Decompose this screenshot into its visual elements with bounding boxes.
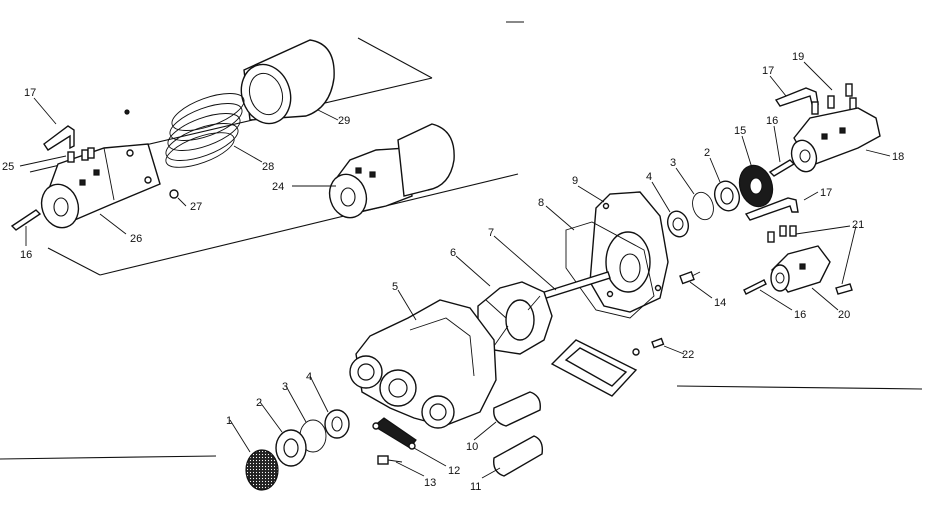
callout-22: 22 — [682, 349, 694, 361]
part-8-gasket — [565, 221, 655, 319]
part-15-lip-seal — [738, 164, 774, 208]
part-19-set-screws — [811, 83, 857, 115]
callout-18: 18 — [892, 151, 904, 163]
part-2-bearing-left — [275, 429, 307, 467]
separator-line-right — [676, 385, 923, 390]
part-27-ball — [169, 189, 179, 199]
part-17-l-key-left — [43, 125, 75, 151]
part-28-spring — [165, 93, 245, 168]
part-22-cover-plate — [550, 337, 665, 397]
part-18-coupler — [790, 107, 881, 173]
part-29-ribbed-cover — [240, 39, 335, 125]
leader-lines — [19, 61, 891, 479]
part-16-pin-left — [10, 209, 42, 231]
callout-29: 29 — [338, 115, 350, 127]
callout-2-left: 2 — [256, 397, 262, 409]
part-24-drive-housing — [328, 123, 455, 219]
callout-9: 9 — [572, 175, 578, 187]
part-11-bushing — [493, 435, 544, 477]
part-13-screw — [377, 455, 403, 465]
callout-26: 26 — [130, 233, 142, 245]
part-9-end-cover — [589, 191, 669, 313]
small-detail-dot — [124, 109, 130, 115]
callout-25: 25 — [2, 161, 14, 173]
callout-15: 15 — [734, 125, 746, 137]
callout-7: 7 — [488, 227, 494, 239]
callout-3-right: 3 — [670, 157, 676, 169]
callout-3-left: 3 — [282, 381, 288, 393]
part-21-set-screws — [767, 225, 853, 295]
part-12-wear-plate — [372, 417, 417, 450]
callout-19: 19 — [792, 51, 804, 63]
part-6-impeller — [477, 281, 553, 355]
part-16-pin-lower-right — [743, 279, 767, 295]
part-1-lip-seal-left — [245, 449, 279, 491]
part-26-coupler-housing — [40, 143, 161, 229]
part-25-set-screws — [67, 147, 95, 163]
part-4-seal-left — [324, 409, 350, 439]
separator-line-left — [0, 455, 217, 460]
callout-20: 20 — [838, 309, 850, 321]
callout-17-upper-right: 17 — [762, 65, 774, 77]
part-2-bearing-right — [713, 180, 741, 212]
callout-16-upper-right: 16 — [766, 115, 778, 127]
callout-28: 28 — [262, 161, 274, 173]
callout-27: 27 — [190, 201, 202, 213]
callout-4-right: 4 — [646, 171, 652, 183]
callout-17-upper-left: 17 — [24, 87, 36, 99]
part-16-pin-upper-right — [768, 159, 796, 177]
callout-11: 11 — [470, 481, 481, 493]
callout-13: 13 — [424, 477, 436, 489]
part-14-bolt — [679, 270, 701, 285]
callout-2-right: 2 — [704, 147, 710, 159]
callout-1: 1 — [226, 415, 232, 427]
part-10-sleeve — [493, 391, 541, 427]
callout-labels: 17 25 16 26 27 24 28 29 19 17 18 15 16 2… — [2, 51, 904, 493]
callout-16-lower-right: 16 — [794, 309, 806, 321]
part-17-l-key-lower-right — [744, 197, 799, 221]
part-20-coupler — [770, 245, 831, 293]
part-5-pump-body — [349, 299, 497, 429]
callout-8: 8 — [538, 197, 544, 209]
callout-6: 6 — [450, 247, 456, 259]
callout-4-left: 4 — [306, 371, 312, 383]
callout-5: 5 — [392, 281, 398, 293]
part-4-seal-right — [666, 210, 690, 238]
callout-24: 24 — [272, 181, 284, 193]
callout-17-lower-right: 17 — [820, 187, 832, 199]
callout-10: 10 — [466, 441, 478, 453]
callout-16-upper-left: 16 — [20, 249, 32, 261]
callout-12: 12 — [448, 465, 460, 477]
callout-21: 21 — [852, 219, 864, 231]
callout-14: 14 — [714, 297, 726, 309]
part-3-retaining-ring-right — [692, 191, 714, 221]
